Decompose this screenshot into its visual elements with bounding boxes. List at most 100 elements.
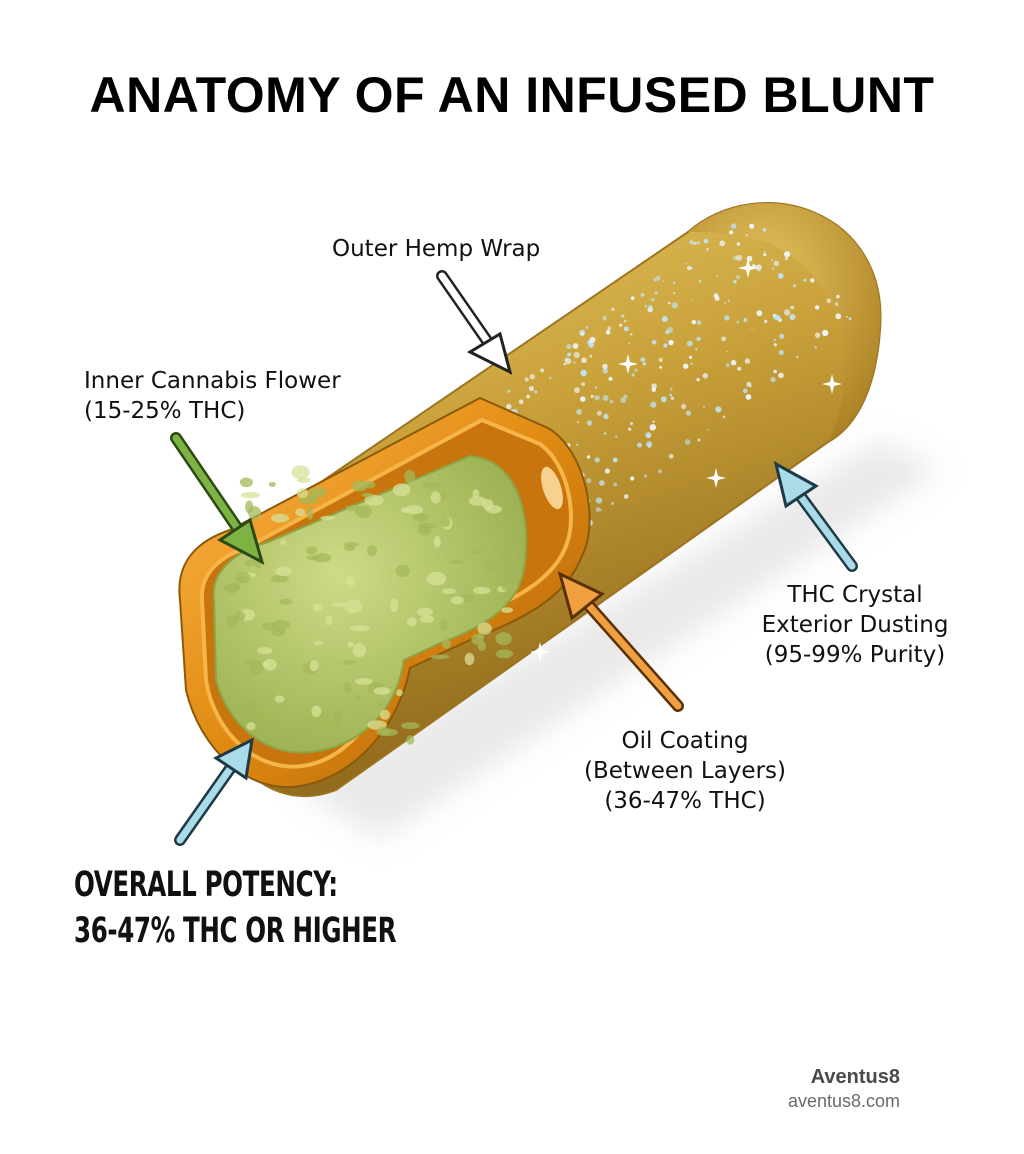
crystal-speck [590,394,594,398]
crystal-speck [646,441,653,447]
flower-texture-blob [280,539,287,545]
crystal-speck [604,468,611,474]
crystal-speck [507,389,511,393]
crystal-speck [607,326,612,331]
crystal-speck [834,302,839,306]
overall-potency: OVERALL POTENCY: 36-47% THC OR HIGHER [74,862,397,954]
crystal-speck [640,357,646,362]
crystal-speck [730,359,737,366]
flower-texture-blob [462,469,474,476]
arrow-lower-left [174,737,254,846]
brand-credit: Aventus8 aventus8.com [788,1066,900,1112]
crystal-speck [563,363,566,366]
crystal-speck [756,310,763,317]
crystal-speck [771,267,775,270]
crystal-speck [762,228,767,232]
crystal-speck [703,405,705,408]
flower-texture-blob [501,607,514,613]
crystal-speck [773,338,777,342]
crystal-speck [595,497,603,504]
flower-texture-blob [350,625,370,632]
crystal-speck [785,257,788,261]
flower-texture [224,465,518,745]
crystal-speck [631,373,635,377]
crystal-speck [744,358,751,364]
flower-texture-blob [406,735,415,745]
crystal-speck [628,342,631,345]
crystal-speck [602,395,609,401]
crystal-speck [687,265,692,271]
brand-url: aventus8.com [787,1091,900,1111]
flower-texture-blob [244,699,260,710]
crystal-speck [589,336,596,343]
sparkle-icon [618,354,638,374]
flower-texture-blob [495,632,512,646]
flower-texture-blob [342,682,352,693]
flower-texture-blob [419,615,435,623]
flower-texture-blob [257,647,273,655]
brand-name: Aventus8 [810,1066,900,1088]
flower-texture-blob [379,709,391,720]
crystal-speck [576,421,579,424]
crystal-speck [826,298,832,304]
flower-texture-blob [468,496,487,506]
crystal-speck [534,390,538,394]
crystal-speck [506,403,512,410]
crystal-speck [661,316,668,322]
crystal-speck [611,307,615,311]
crystal-speck [689,240,694,245]
flower-texture-blob [367,545,377,557]
crystal-speck [714,296,720,301]
flower-texture-blob [483,561,497,572]
crystal-speck [773,369,777,374]
crystal-speck [657,469,663,474]
crystal-speck [594,457,600,463]
crystal-speck [743,318,748,322]
crystal-speck [581,357,587,364]
crystal-speck [689,355,693,359]
crystal-speck [576,443,579,446]
flower-texture-blob [500,551,518,563]
flower-texture-blob [442,639,452,649]
flower-texture-blob [244,559,258,567]
flower-texture-blob [235,571,251,584]
crystal-speck [763,251,766,253]
crystal-speck [650,401,657,408]
crystal-speck [602,368,609,374]
crystal-speck [667,301,671,305]
crystal-speck [644,305,648,308]
crystal-speck [603,413,609,420]
flower-texture-blob [272,620,291,630]
crystal-speck [648,305,653,310]
crystal-speck [793,284,797,288]
crystal-speck [696,320,702,326]
flower-texture-blob [307,507,314,520]
crystal-speck [669,393,673,397]
crystal-speck [529,373,535,380]
flower-texture-blob [473,586,491,595]
crystal-speck [683,363,689,369]
flower-texture-blob [430,491,441,504]
crystal-speck [821,329,829,337]
crystal-speck [660,396,667,403]
oil-highlight [541,466,563,510]
crystal-speck [586,455,591,459]
flower-texture-blob [332,710,342,725]
flower-texture-blob [234,611,246,622]
crystal-speck [749,223,755,229]
crystal-speck [573,351,580,359]
crystal-speck [603,432,607,435]
flower-texture-blob [239,477,253,488]
crystal-speck [757,268,761,272]
crystal-speck [696,336,701,342]
crystal-speck [672,281,676,285]
label-outer-wrap-text: Outer Hemp Wrap [332,236,541,262]
crystal-speck [779,333,785,339]
flower-texture-blob [246,722,256,731]
wrap-end-cap [688,203,881,442]
crystal-speck [526,394,530,399]
crystal-speck [611,502,614,506]
crystal-speck [651,298,655,302]
crystal-speck [673,291,676,295]
